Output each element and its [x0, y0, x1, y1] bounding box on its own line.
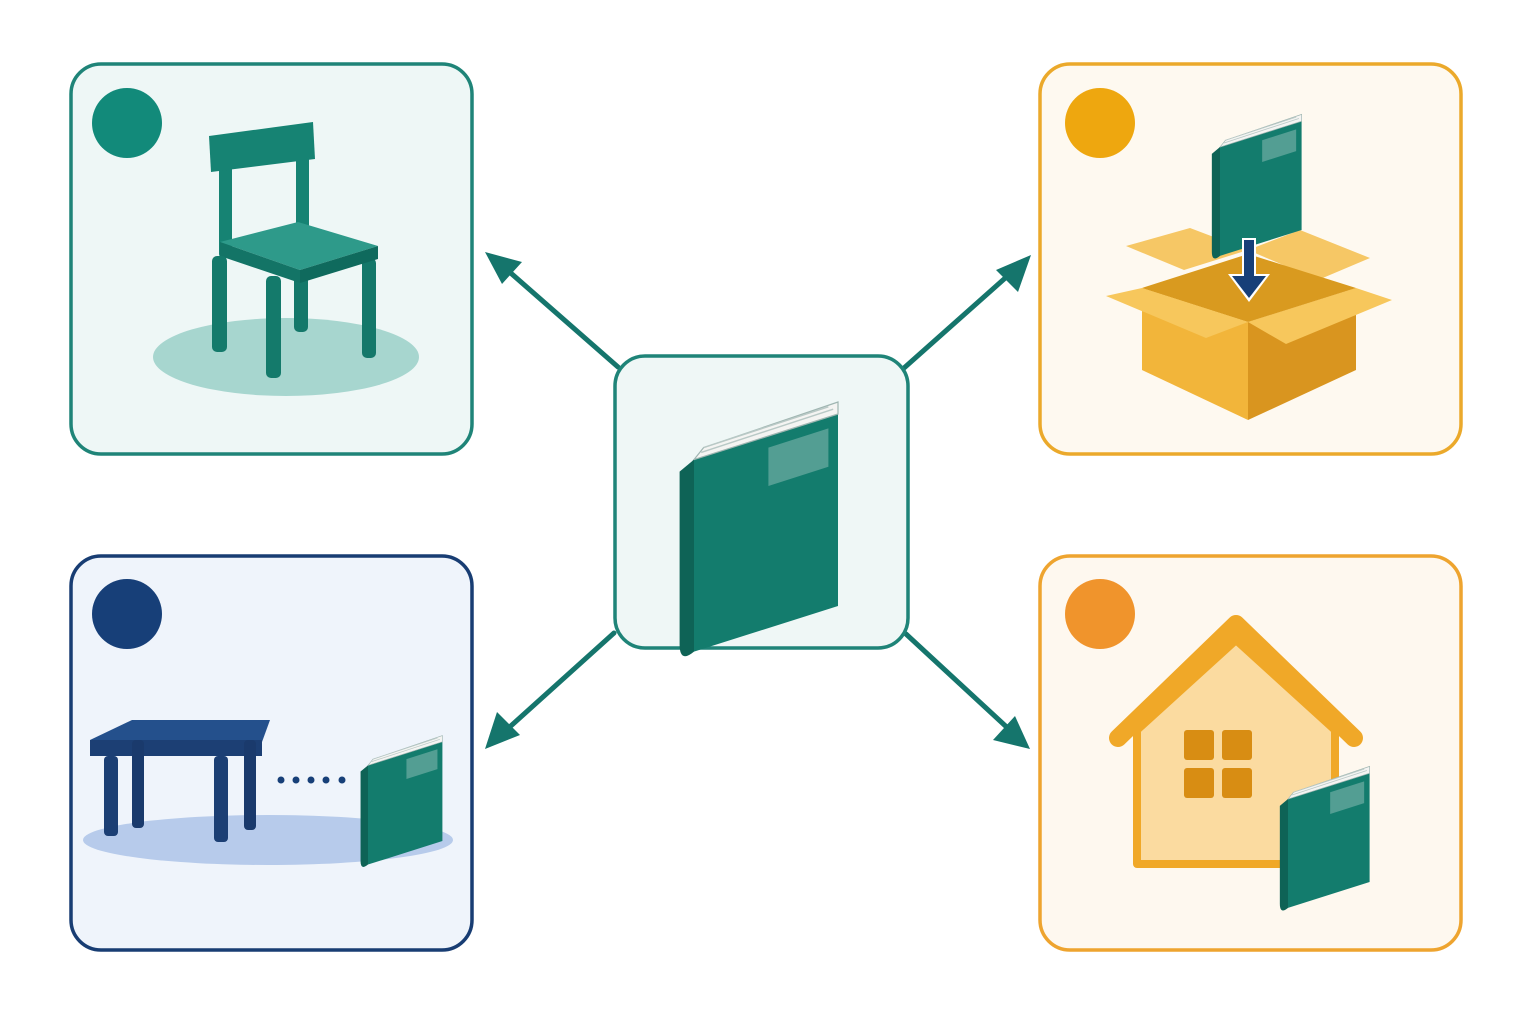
panel-top-left	[69, 62, 474, 456]
book-by-house-icon	[1109, 615, 1371, 911]
book-into-box-icon	[1106, 113, 1392, 420]
center-panel	[613, 354, 910, 657]
badge-top-left	[92, 88, 162, 158]
badge-bottom-right	[1065, 579, 1135, 649]
arrow-to-top-right	[901, 255, 1031, 371]
arrow-to-top-left	[485, 252, 621, 370]
book-beside-table-icon	[83, 720, 453, 868]
panel-bottom-right	[1038, 554, 1463, 952]
panel-top-right	[1038, 62, 1463, 456]
chair-icon	[153, 122, 419, 396]
arrow-to-bottom-left	[485, 630, 617, 749]
badge-top-right	[1065, 88, 1135, 158]
panel-bottom-left	[69, 554, 474, 952]
arrow-to-bottom-right	[903, 631, 1030, 749]
badge-bottom-left	[92, 579, 162, 649]
